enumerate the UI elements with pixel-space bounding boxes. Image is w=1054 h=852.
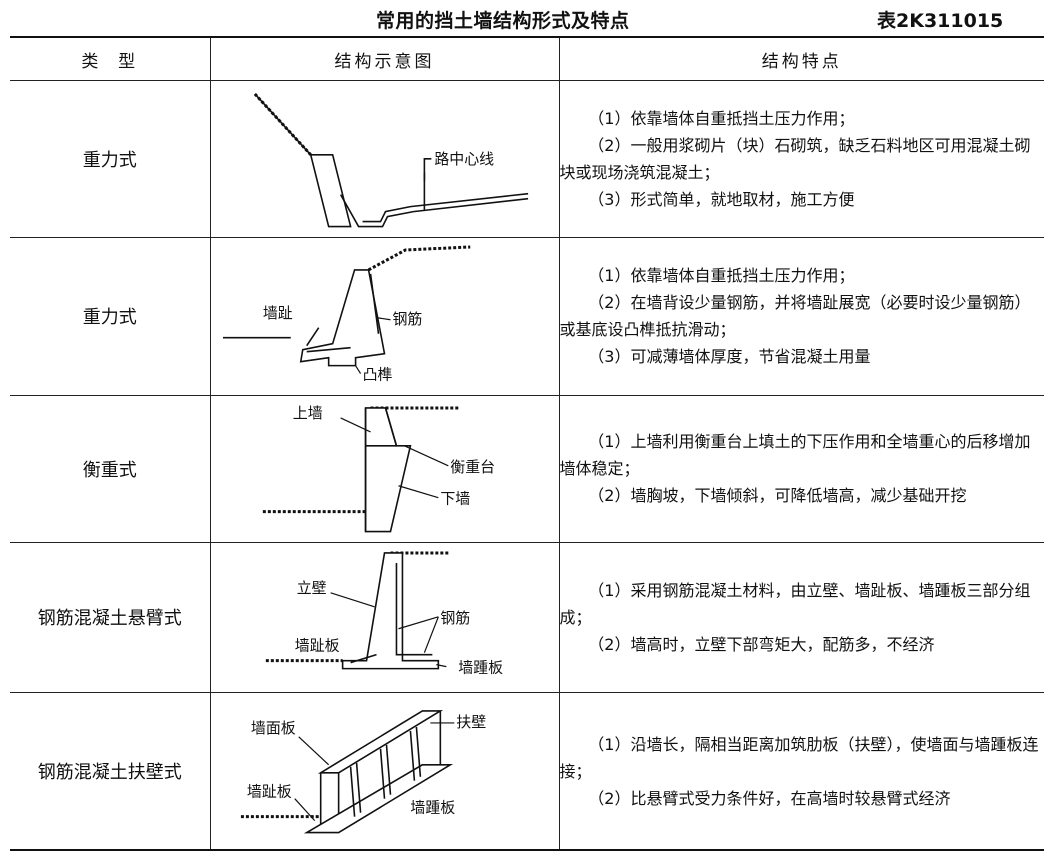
features-cell: （1）沿墙长，隔相当距离加筑肋板（扶壁），使墙面与墙踵板连接； （2）比悬臂式受… [558, 692, 1044, 851]
table-row: 重力式 路中心线 （1）依靠墙体自重抵挡土压力作用； （2）一般用浆砌片（块）石… [10, 80, 1044, 238]
type-cell: 重力式 [10, 80, 211, 238]
label-rebar: 钢筋 [440, 608, 470, 626]
header-row: 类 型 结构示意图 结构特点 [10, 36, 1044, 81]
balance-weight-wall-diagram: 上墙 衡重台 下墙 [262, 404, 495, 533]
reinforced-gravity-wall-diagram: 墙趾 钢筋 凸榫 [222, 245, 470, 383]
retaining-wall-table: 类 型 结构示意图 结构特点 重力式 路中心线 （1）依 [10, 36, 1044, 851]
type-cell: 衡重式 [10, 395, 211, 543]
label-face-slab: 墙面板 [250, 719, 295, 737]
feature-line: （1）依靠墙体自重抵挡土压力作用； [588, 108, 855, 128]
table-row: 钢筋混凝土扶壁式 墙面板 扶壁 墙趾板 墙踵板 [10, 692, 1044, 851]
label-stem: 立壁 [296, 579, 326, 597]
feature-line: （1）采用钢筋混凝土材料，由立壁、墙趾板、墙踵板三部分组成； [559, 580, 1031, 627]
label-lower-wall: 下墙 [440, 490, 470, 508]
feature-line: （2）在墙背设少量钢筋，并将墙趾展宽（必要时设少量钢筋）或基底设凸榫抵抗滑动； [559, 293, 1031, 340]
type-cell: 钢筋混凝土悬臂式 [10, 541, 211, 694]
features-cell: （1）上墙利用衡重台上填土的下压作用和全墙重心的后移增加墙体稳定； （2）墙胸坡… [558, 395, 1044, 543]
figure-cell: 墙面板 扶壁 墙趾板 墙踵板 [209, 692, 560, 851]
label-heel-slab: 墙踵板 [410, 799, 455, 817]
label-road-centerline: 路中心线 [434, 150, 494, 168]
feature-line: （1）依靠墙体自重抵挡土压力作用； [588, 266, 855, 286]
feature-line: （2）墙胸坡，下墙倾斜，可降低墙高，减少基础开挖 [588, 486, 967, 506]
cantilever-wall-diagram: 立壁 钢筋 墙趾板 墙踵板 [265, 551, 503, 676]
feature-line: （3）形式简单，就地取材，施工方便 [588, 189, 855, 209]
table-row: 钢筋混凝土悬臂式 立壁 钢筋 墙趾板 墙踵板 [10, 541, 1044, 694]
header-features: 结构特点 [558, 36, 1044, 81]
features-cell: （1）依靠墙体自重抵挡土压力作用； （2）一般用浆砌片（块）石砌筑，缺乏石料地区… [558, 80, 1044, 238]
label-toe: 墙趾 [262, 303, 292, 321]
label-balance-platform: 衡重台 [450, 458, 495, 476]
feature-line: （1）上墙利用衡重台上填土的下压作用和全墙重心的后移增加墙体稳定； [559, 432, 1031, 479]
label-rebar: 钢筋 [392, 309, 422, 327]
features-cell: （1）采用钢筋混凝土材料，由立壁、墙趾板、墙踵板三部分组成； （2）墙高时，立壁… [558, 541, 1044, 694]
feature-line: （2）墙高时，立壁下部弯矩大，配筋多，不经济 [588, 634, 935, 654]
feature-line: （3）可减薄墙体厚度，节省混凝土用量 [588, 347, 871, 367]
label-toe-slab: 墙趾板 [246, 783, 291, 801]
table-row: 衡重式 上墙 衡重台 下墙 [10, 395, 1044, 543]
figure-cell: 上墙 衡重台 下墙 [209, 395, 560, 543]
figure-cell: 路中心线 [209, 80, 560, 238]
header-figure: 结构示意图 [209, 36, 560, 81]
label-toe-slab: 墙趾板 [294, 636, 339, 654]
type-cell: 钢筋混凝土扶壁式 [10, 692, 211, 851]
label-shear-key: 凸榫 [362, 365, 392, 383]
feature-line: （2）比悬臂式受力条件好，在高墙时较悬臂式经济 [588, 788, 951, 808]
figure-cell: 立壁 钢筋 墙趾板 墙踵板 [209, 541, 560, 694]
feature-line: （2）一般用浆砌片（块）石砌筑，缺乏石料地区可用混凝土砌块或现场浇筑混凝土； [559, 135, 1031, 182]
counterfort-wall-diagram: 墙面板 扶壁 墙趾板 墙踵板 [240, 710, 486, 834]
type-cell: 重力式 [10, 236, 211, 397]
label-counterfort: 扶壁 [456, 713, 486, 731]
label-heel-slab: 墙踵板 [458, 658, 503, 676]
features-cell: （1）依靠墙体自重抵挡土压力作用； （2）在墙背设少量钢筋，并将墙趾展宽（必要时… [558, 236, 1044, 397]
header-type: 类 型 [10, 36, 211, 81]
figure-cell: 墙趾 钢筋 凸榫 [209, 236, 560, 397]
feature-line: （1）沿墙长，隔相当距离加筑肋板（扶壁），使墙面与墙踵板连接； [559, 734, 1039, 781]
label-upper-wall: 上墙 [292, 404, 322, 422]
table-number: 表2K311015 [877, 10, 1004, 32]
gravity-wall-diagram: 路中心线 [253, 92, 528, 228]
table-title: 常用的挡土墙结构形式及特点 [376, 10, 630, 32]
table-row: 重力式 墙趾 钢筋 凸榫 （1）依靠墙体自重抵挡土压力作用； （2）在墙背设少量… [10, 236, 1044, 397]
